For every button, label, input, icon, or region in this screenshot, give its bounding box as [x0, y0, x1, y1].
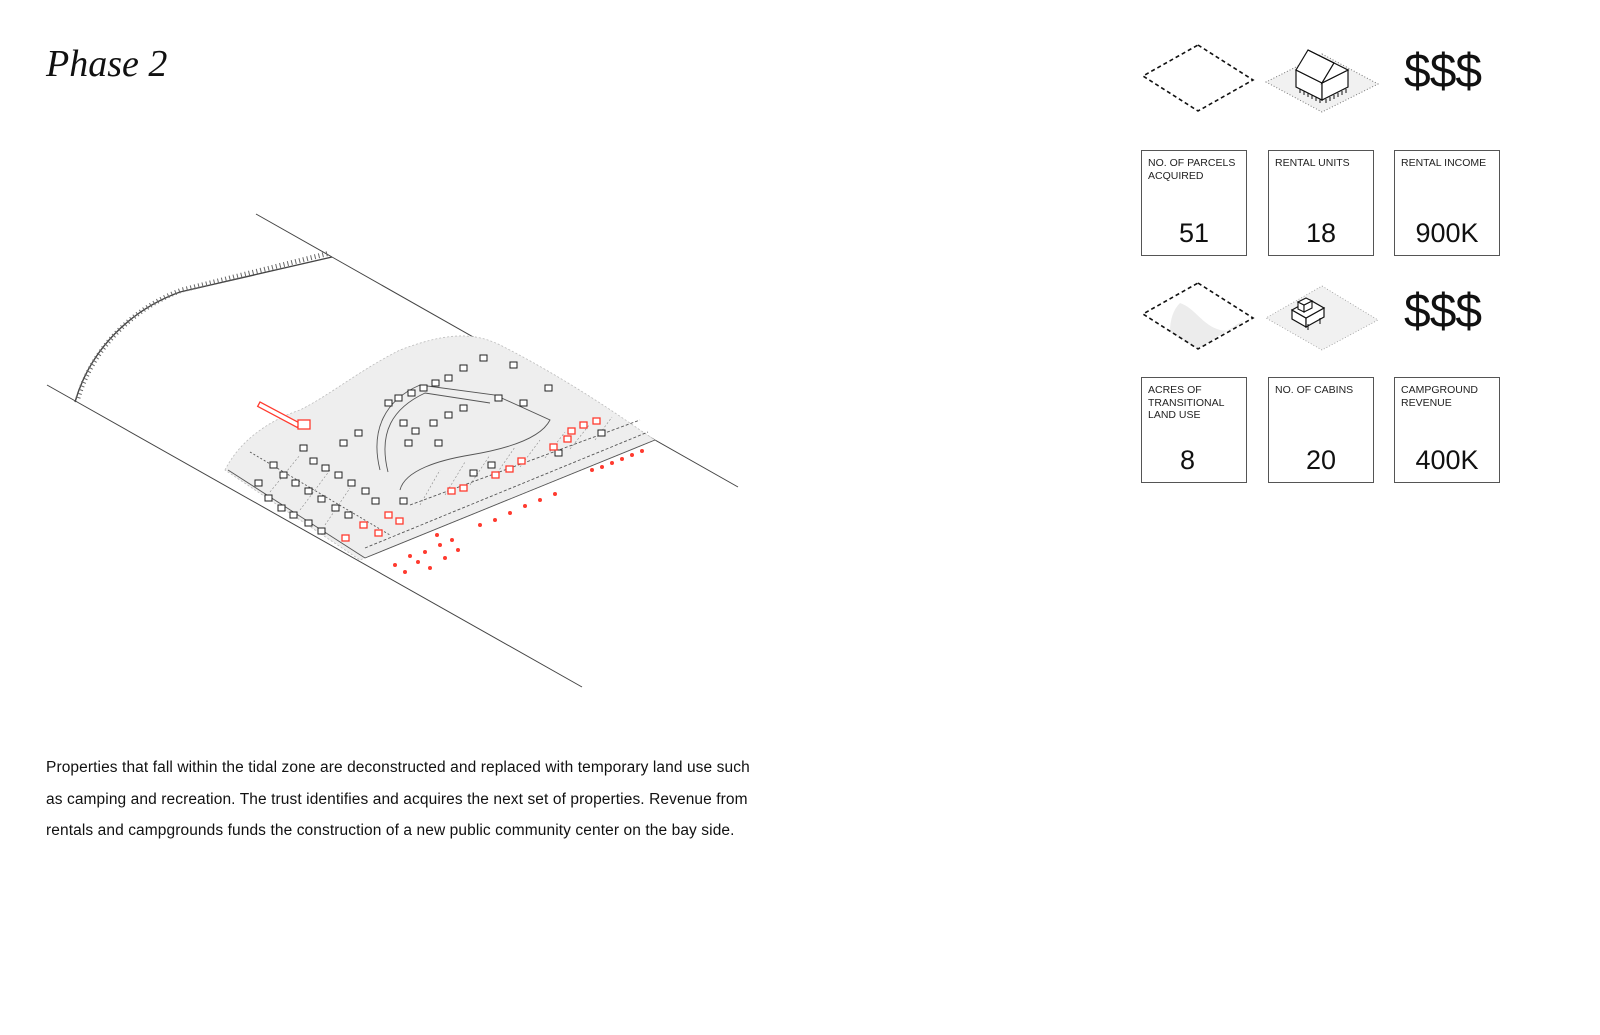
stat-value: 18	[1305, 218, 1337, 248]
stat-cabins: NO. OF CABINS 20	[1268, 377, 1374, 483]
stat-label: ACRES OF TRANSITIONAL LAND USE	[1148, 384, 1225, 421]
stat-parcels-acquired: NO. OF PARCELS ACQUIRED 51	[1141, 150, 1247, 256]
campground-cabins	[393, 449, 644, 574]
dune-hatching	[224, 335, 656, 561]
stat-label: NO. OF CABINS	[1275, 384, 1354, 396]
stat-rental-units: RENTAL UNITS 18	[1268, 150, 1374, 256]
rental-units-highlight	[256, 401, 601, 542]
stat-label: RENTAL INCOME	[1401, 157, 1487, 169]
page-title: Phase 2	[46, 43, 168, 85]
revenue-symbol: $$$	[1404, 285, 1482, 338]
revenue-symbol: $$$	[1404, 45, 1482, 98]
stat-campground-revenue: CAMPGROUND REVENUE 400K	[1394, 377, 1500, 483]
dashed-parcel-icon	[1141, 44, 1255, 112]
stat-rental-income: RENTAL INCOME 900K	[1394, 150, 1500, 256]
existing-houses	[254, 354, 606, 535]
stat-value: 20	[1305, 445, 1337, 475]
stat-label: RENTAL UNITS	[1275, 157, 1350, 169]
house-on-parcel-icon	[1264, 49, 1380, 113]
site-plan-map	[46, 213, 739, 688]
stat-value: 8	[1180, 445, 1196, 475]
phase-description: Properties that fall within the tidal zo…	[46, 759, 750, 839]
stat-label: CAMPGROUND REVENUE	[1401, 384, 1479, 409]
stat-acres-transitional-land: ACRES OF TRANSITIONAL LAND USE 8	[1141, 377, 1247, 483]
stat-value: 400K	[1415, 445, 1479, 475]
stat-value: 51	[1178, 218, 1210, 248]
stat-value: 900K	[1415, 218, 1479, 248]
stat-label: NO. OF PARCELS ACQUIRED	[1148, 157, 1236, 182]
transitional-land-icon	[1141, 282, 1255, 350]
cabin-on-parcel-icon	[1265, 285, 1379, 351]
